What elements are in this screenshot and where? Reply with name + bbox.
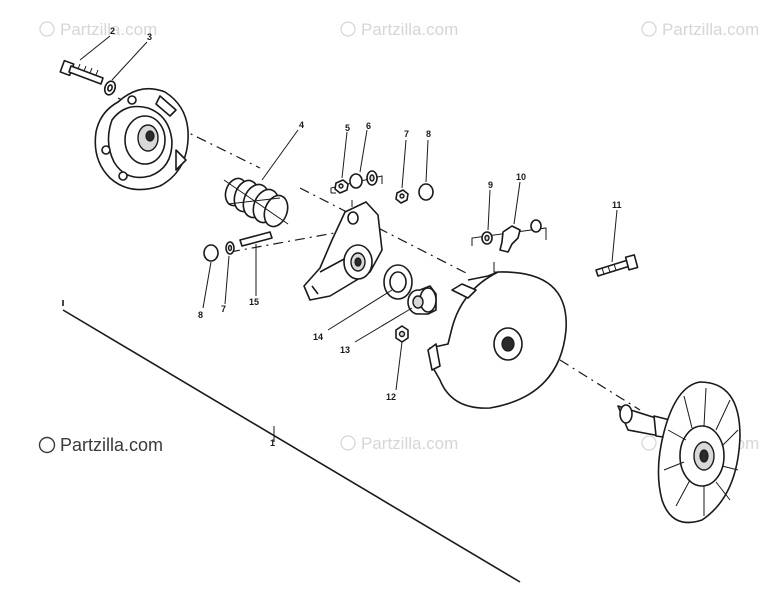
nut-part-12 xyxy=(395,325,409,343)
base-line xyxy=(62,300,521,583)
watermark-text: Partzilla.com xyxy=(60,20,157,39)
bolt-part-11 xyxy=(595,254,639,277)
watermark-top-center: Partzilla.com xyxy=(340,20,458,39)
callout-4: 4 xyxy=(299,120,304,130)
roller-arm-part xyxy=(303,201,383,301)
bushing-part-13 xyxy=(407,285,437,315)
assembly-axis-lower xyxy=(229,231,341,253)
callout-6: 6 xyxy=(366,121,371,131)
watermark-top-right: Partzilla.com xyxy=(641,20,759,39)
cap-part-8-upper xyxy=(418,183,434,201)
spring-part-4 xyxy=(223,177,289,228)
callout-7-lower: 7 xyxy=(221,304,226,314)
washer-part-9 xyxy=(481,231,493,245)
washer-part-7-lower xyxy=(225,241,235,255)
leader-lines xyxy=(79,35,618,442)
bearing-part-14 xyxy=(383,264,413,300)
callout-2: 2 xyxy=(110,26,115,36)
callout-7: 7 xyxy=(404,129,409,139)
callout-8: 8 xyxy=(426,129,431,139)
bolt-part-2 xyxy=(59,59,104,85)
callout-8-lower: 8 xyxy=(198,310,203,320)
cap-part-8-lower xyxy=(203,244,219,262)
watermark-text: Partzilla.com xyxy=(60,435,163,455)
callout-1: 1 xyxy=(270,438,275,448)
watermark-text: Partzilla.com xyxy=(361,434,458,453)
callout-9: 9 xyxy=(488,180,493,190)
watermark-bottom-center: Partzilla.com xyxy=(340,434,458,453)
pin-part-15 xyxy=(239,231,273,247)
roller-part-6 xyxy=(349,170,378,189)
callout-12: 12 xyxy=(386,392,396,402)
callout-5: 5 xyxy=(345,123,350,133)
callout-15: 15 xyxy=(249,297,259,307)
callout-3: 3 xyxy=(147,32,152,42)
callout-11: 11 xyxy=(612,200,622,210)
fixed-sheave-part xyxy=(617,381,741,524)
watermark-text: Partzilla.com xyxy=(361,20,458,39)
callout-14: 14 xyxy=(313,332,323,342)
callout-13: 13 xyxy=(340,345,350,355)
washer-part-7-upper xyxy=(395,189,409,204)
clutch-cover-part xyxy=(94,87,189,191)
callout-labels: 2 3 4 5 6 7 8 9 10 11 8 7 15 14 13 12 1 xyxy=(110,26,622,448)
washer-part-3 xyxy=(103,80,117,96)
movable-sheave-part xyxy=(427,271,567,409)
callout-10: 10 xyxy=(516,172,526,182)
lever-part-10 xyxy=(499,219,542,253)
watermark-text: Partzilla.com xyxy=(662,20,759,39)
watermark-top-left: Partzilla.com xyxy=(39,20,157,39)
nut-part-5 xyxy=(334,179,349,194)
watermark-main: Partzilla.com xyxy=(38,435,163,455)
